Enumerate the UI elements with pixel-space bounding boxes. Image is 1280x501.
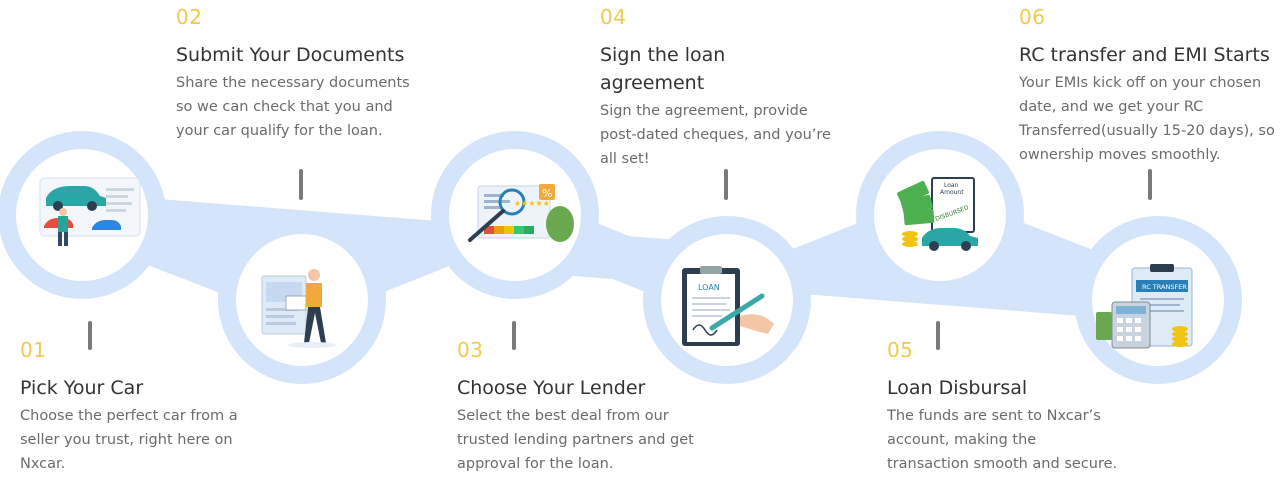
rc-transfer-label-text: RC TRANSFER (1142, 283, 1187, 291)
loan-text: Loan (944, 182, 959, 189)
step-4-number: 04 (600, 5, 627, 29)
amount-text: Amount (940, 189, 964, 196)
step-6-title: RC transfer and EMI Starts (1019, 44, 1270, 66)
loan-label-text: LOAN (698, 283, 720, 292)
step-2-description: Share the necessary documents so we can … (176, 75, 410, 139)
step-6-number: 06 (1019, 5, 1046, 29)
step-2-number: 02 (176, 5, 203, 29)
documents-icon (261, 269, 336, 348)
step-5-number: 05 (887, 338, 914, 362)
loan-disbursal-icon: Loan Amount DISBURSED (897, 177, 978, 251)
lender-comparison-icon: % ★★★★★ (468, 184, 574, 242)
step-6-description: Your EMIs kick off on your chosen date, … (1019, 75, 1275, 163)
step-1-description: Choose the perfect car from a seller you… (20, 408, 238, 472)
car-listing-icon (39, 177, 141, 246)
svg-text:★★★★★: ★★★★★ (514, 199, 550, 208)
step-1-number: 01 (20, 338, 47, 362)
step-4-title: Sign the loan agreement (600, 44, 726, 94)
step-5-title: Loan Disbursal (887, 377, 1028, 399)
step-3-number: 03 (457, 338, 484, 362)
loan-agreement-icon: LOAN (682, 266, 774, 346)
step-5-description: The funds are sent to Nxcar’s account, m… (887, 408, 1118, 472)
step-2-title: Submit Your Documents (176, 44, 405, 66)
step-4-description: Sign the agreement, provide post-dated c… (600, 103, 831, 167)
rc-transfer-icon: RC TRANSFER (1096, 264, 1193, 349)
step-3-description: Select the best deal from our trusted le… (457, 408, 694, 472)
step-1-title: Pick Your Car (20, 377, 144, 399)
step-3-title: Choose Your Lender (457, 377, 646, 399)
svg-text:%: % (542, 187, 552, 200)
